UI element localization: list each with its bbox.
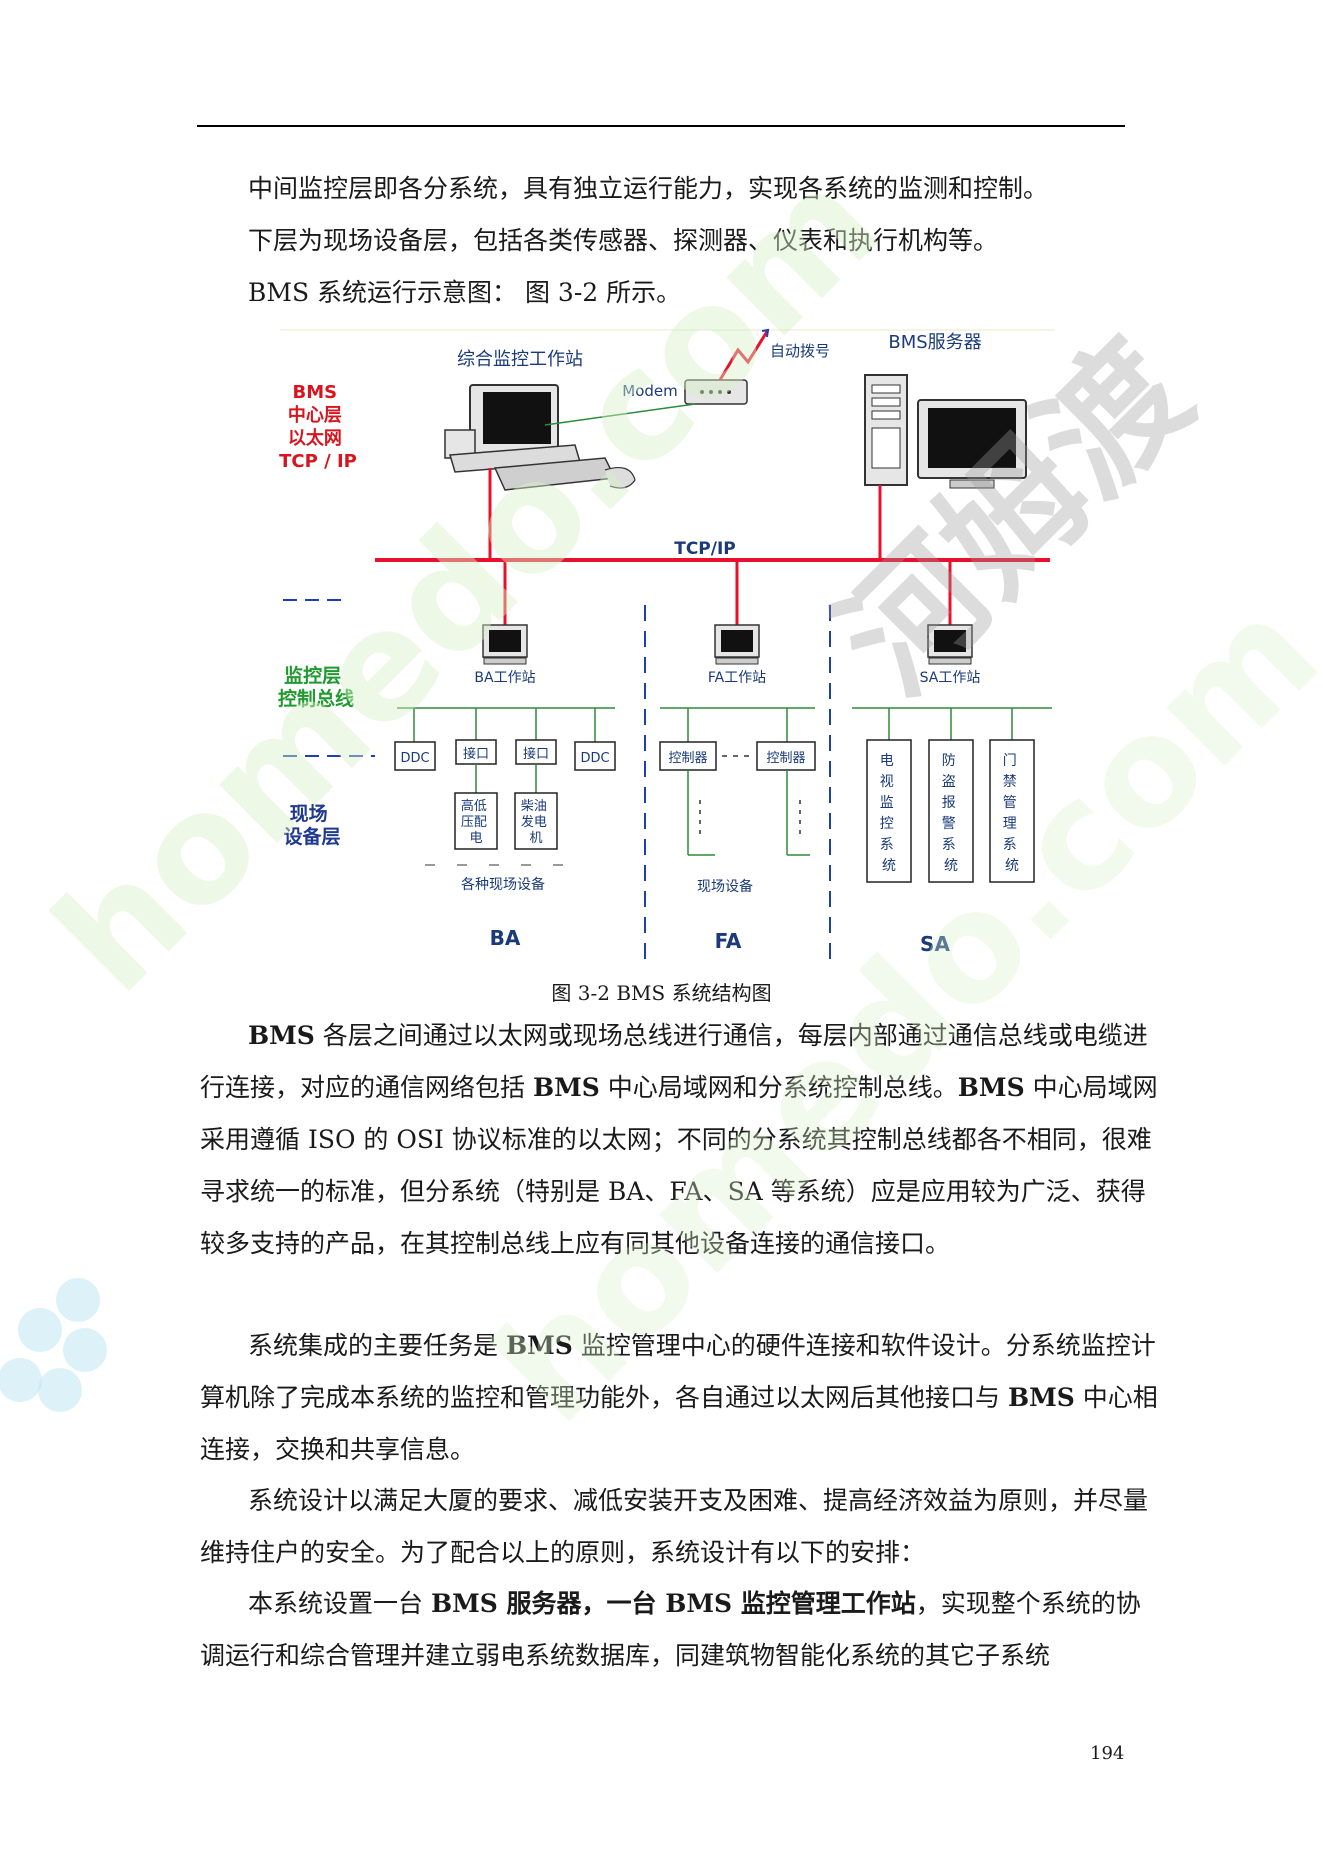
body-paragraph-4: 本系统设置一台 BMS 服务器，一台 BMS 监控管理工作站，实现整个系统的协调… xyxy=(200,1578,1160,1682)
layer-label-field: 现场 设备层 xyxy=(283,803,340,848)
sa-device-label-2: 防 盗 报 警 系 统 xyxy=(942,753,960,874)
fa-field-label: 现场设备 xyxy=(697,878,753,895)
server-icon xyxy=(864,374,1027,489)
sa-device-box-2 xyxy=(928,739,974,883)
sa-device-box-1 xyxy=(866,739,912,883)
layer-label-center: BMS 中心层 以太网 TCP / IP xyxy=(279,382,357,472)
header-rule xyxy=(197,125,1125,127)
intro-line-3: BMS 系统运行示意图： 图 3-2 所示。 xyxy=(248,278,682,307)
server-label: BMS服务器 xyxy=(888,332,981,353)
paragraph-2-segment-3: 监控管理中心的硬件连接和软件设计。分系统监控计算机除了完成本系统的监控和管理功能… xyxy=(200,1331,1156,1412)
station-label-sa: SA工作站 xyxy=(920,670,981,686)
page-number: 194 xyxy=(1090,1743,1125,1764)
watermark-flower-icon xyxy=(0,1278,107,1412)
paragraph-1-segment-1: BMS xyxy=(248,1021,315,1050)
paragraph-3-segment-1: 系统设计以满足大厦的要求、减低安装开支及困难、提高经济效益为原则，并尽量维持住户… xyxy=(200,1486,1149,1567)
paragraph-4-segment-2: BMS 服务器，一台 BMS 监控管理工作站 xyxy=(430,1589,916,1618)
paragraph-2-segment-4: BMS xyxy=(1007,1383,1075,1412)
modem-link-line xyxy=(544,403,696,426)
ba-field-label: 各种现场设备 xyxy=(461,876,545,893)
body-paragraph-2: 系统集成的主要任务是 BMS 监控管理中心的硬件连接和软件设计。分系统监控计算机… xyxy=(200,1320,1160,1476)
intro-line-1: 中间监控层即各分系统，具有独立运行能力，实现各系统的监测和控制。 xyxy=(248,174,1049,203)
paragraph-1-segment-6: 中心局域网采用遵循 ISO 的 OSI 协议标准的以太网；不同的分系统其控制总线… xyxy=(200,1073,1158,1258)
paragraph-1-segment-3: BMS xyxy=(532,1073,600,1102)
ba-device-label-4: DDC xyxy=(580,751,609,766)
paragraph-1-segment-5: BMS xyxy=(957,1073,1025,1102)
paragraph-2-segment-1: 系统集成的主要任务是 xyxy=(248,1331,506,1360)
paragraph-1-segment-2: 各层之间通过以太网或现场总线进行通信，每层内部通过通信总线或电缆进行连接，对应的… xyxy=(200,1021,1148,1102)
paragraph-2-segment-5: 中心相连接，交换和共享信息。 xyxy=(200,1383,1158,1464)
lightning-icon xyxy=(718,329,770,381)
sa-station-icon xyxy=(927,624,973,665)
autodial-label: 自动拨号 xyxy=(770,342,830,360)
workstation-computer-icon xyxy=(444,384,636,491)
layer-label-monitor: 监控层 控制总线 xyxy=(278,664,354,710)
bus-label: TCP/IP xyxy=(674,539,736,559)
ba-ddc-box-1 xyxy=(394,741,436,771)
modem-icon xyxy=(684,379,748,405)
workstation-label: 综合监控工作站 xyxy=(457,349,583,370)
bms-architecture-diagram: BMS 中心层 以太网 TCP / IP 监控层 控制总线 现场 设备层 综合监… xyxy=(278,328,1055,960)
ba-subdevice-box-2 xyxy=(514,792,558,850)
sa-device-box-3 xyxy=(989,739,1035,883)
group-label-ba: BA xyxy=(490,926,521,950)
fa-device-label-1: 控制器 xyxy=(668,751,707,766)
ba-interface-box-2 xyxy=(515,739,557,765)
ba-station-icon xyxy=(482,624,528,665)
ba-device-label-2: 接口 xyxy=(463,746,489,762)
sa-device-label-3: 门 禁 管 理 系 统 xyxy=(1003,753,1021,874)
ba-device-label-3: 接口 xyxy=(523,746,549,762)
figure-caption: 图 3-2 BMS 系统结构图 xyxy=(551,981,772,1005)
paragraph-4-segment-3: ，实现整个系统的协调运行和综合管理并建立弱电系统数据库，同建筑物智能化系统的其它… xyxy=(200,1589,1141,1670)
group-label-sa: SA xyxy=(920,932,950,956)
ba-subdevice-label-2: 柴油 发电 机 xyxy=(521,799,551,846)
station-label-ba: BA工作站 xyxy=(474,670,535,686)
ba-subdevice-label-1: 高低 压配 电 xyxy=(461,798,491,846)
station-label-fa: FA工作站 xyxy=(708,670,766,686)
paragraph-1-segment-4: 中心局域网和分系统控制总线。 xyxy=(599,1073,958,1102)
paragraph-2-segment-2: BMS xyxy=(505,1331,573,1360)
group-label-fa: FA xyxy=(715,929,742,953)
ba-subdevice-box-1 xyxy=(454,792,498,850)
fa-station-icon xyxy=(714,624,760,665)
modem-label: Modem xyxy=(622,382,677,400)
ba-device-label-1: DDC xyxy=(400,751,429,766)
fa-device-label-2: 控制器 xyxy=(766,751,805,766)
sa-device-label-1: 电 视 监 控 系 统 xyxy=(880,753,898,874)
ba-ddc-box-2 xyxy=(574,741,616,771)
body-paragraph-1: BMS 各层之间通过以太网或现场总线进行通信，每层内部通过通信总线或电缆进行连接… xyxy=(200,1010,1160,1270)
fa-controller-box-2 xyxy=(756,741,816,771)
paragraph-4-segment-1: 本系统设置一台 xyxy=(248,1589,431,1618)
body-paragraph-3: 系统设计以满足大厦的要求、减低安装开支及困难、提高经济效益为原则，并尽量维持住户… xyxy=(200,1475,1160,1579)
intro-line-2: 下层为现场设备层，包括各类传感器、探测器、仪表和执行机构等。 xyxy=(248,226,999,255)
